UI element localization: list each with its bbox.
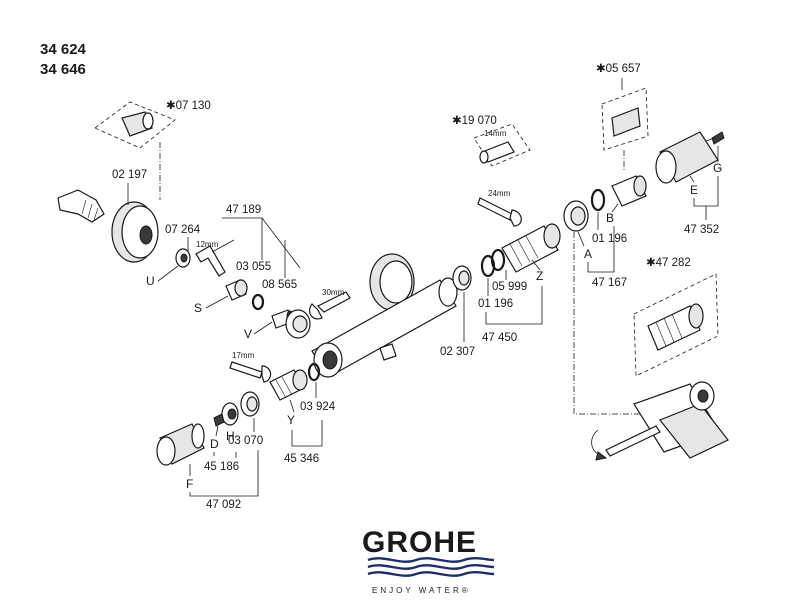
brand-tagline: ENJOY WATER® xyxy=(372,586,471,595)
part-label-47282: ✱47 282 xyxy=(646,257,691,269)
part-d-screw xyxy=(213,413,225,427)
part-label-19070: ✱19 070 xyxy=(452,115,497,127)
part-s-union-elbow xyxy=(57,189,105,223)
letter-D: D xyxy=(210,437,219,451)
part-label-07264: 07 264 xyxy=(165,224,201,236)
letter-Z: Z xyxy=(536,269,543,283)
part-label-03070: 03 070 xyxy=(228,435,263,447)
installed-view xyxy=(591,381,729,461)
model-number-1: 34 624 xyxy=(40,41,87,58)
letter-S: S xyxy=(194,301,202,315)
part-02197-rosette xyxy=(111,201,159,263)
letter-E: E xyxy=(690,183,698,197)
part-07130-insert xyxy=(94,101,176,149)
letter-A: A xyxy=(584,247,592,261)
part-label-02197: 02 197 xyxy=(112,169,147,181)
tool-label-24mm: 24mm xyxy=(488,189,511,198)
part-stop-ring xyxy=(240,391,260,417)
part-e-handle xyxy=(655,131,719,184)
tool-socket-24mm xyxy=(477,197,522,227)
part-b-adapter xyxy=(611,175,647,207)
tool-label-17mm: 17mm xyxy=(232,351,255,360)
part-union-nut xyxy=(285,309,311,339)
letter-F: F xyxy=(186,477,193,491)
part-o-ring-left xyxy=(251,293,265,311)
tool-hex-key-12mm xyxy=(195,239,235,277)
part-19070-spindle xyxy=(479,141,515,164)
part-label-45186: 45 186 xyxy=(204,461,239,473)
grohe-logo: GROHE ENJOY WATER® xyxy=(362,526,495,595)
part-label-47352: 47 352 xyxy=(684,224,719,236)
tool-label-12mm: 12mm xyxy=(196,240,219,249)
part-f-handle xyxy=(156,423,205,466)
guide-line xyxy=(573,232,652,415)
part-s-nut xyxy=(225,279,248,301)
letter-V: V xyxy=(244,327,252,341)
part-label-45346: 45 346 xyxy=(284,453,319,465)
part-a-nut xyxy=(563,200,589,232)
part-47282-cartridge xyxy=(647,303,704,351)
part-label-47450: 47 450 xyxy=(482,332,517,344)
part-label-05999: 05 999 xyxy=(492,281,527,293)
part-thermo-element xyxy=(269,369,308,401)
part-o-ring-03924 xyxy=(307,362,321,382)
part-u-washer xyxy=(175,248,191,268)
brand-name: GROHE xyxy=(362,526,477,559)
letter-H: H xyxy=(226,429,235,443)
part-05657-clip xyxy=(611,107,641,137)
part-label-03924: 03 924 xyxy=(300,401,336,413)
part-label-05657: ✱05 657 xyxy=(596,63,641,75)
part-z-cartridge xyxy=(501,223,561,273)
mixer-body xyxy=(311,253,458,378)
model-number-2: 34 646 xyxy=(40,61,86,78)
part-label-47189: 47 189 xyxy=(226,204,261,216)
part-label-07130: ✱07 130 xyxy=(166,100,211,112)
tool-label-30mm: 30mm xyxy=(322,288,345,297)
tool-wrench-17mm xyxy=(229,361,272,383)
part-label-01196-center: 01 196 xyxy=(478,298,513,310)
letter-G: G xyxy=(713,161,722,175)
tool-wrench-30mm xyxy=(309,291,351,320)
letter-U: U xyxy=(146,274,155,288)
part-label-03055: 03 055 xyxy=(236,261,271,273)
letter-Y: Y xyxy=(287,413,295,427)
letter-B: B xyxy=(606,211,614,225)
part-02307-nut xyxy=(452,265,472,291)
part-label-02307: 02 307 xyxy=(440,346,475,358)
part-label-47092: 47 092 xyxy=(206,499,241,511)
part-label-01196-right: 01 196 xyxy=(592,233,627,245)
part-o-ring-right xyxy=(590,188,606,212)
tool-label-14mm: 14mm xyxy=(484,129,507,138)
part-o-ring-05999 xyxy=(490,248,506,272)
part-label-47167: 47 167 xyxy=(592,277,627,289)
part-label-08565: 08 565 xyxy=(262,279,297,291)
